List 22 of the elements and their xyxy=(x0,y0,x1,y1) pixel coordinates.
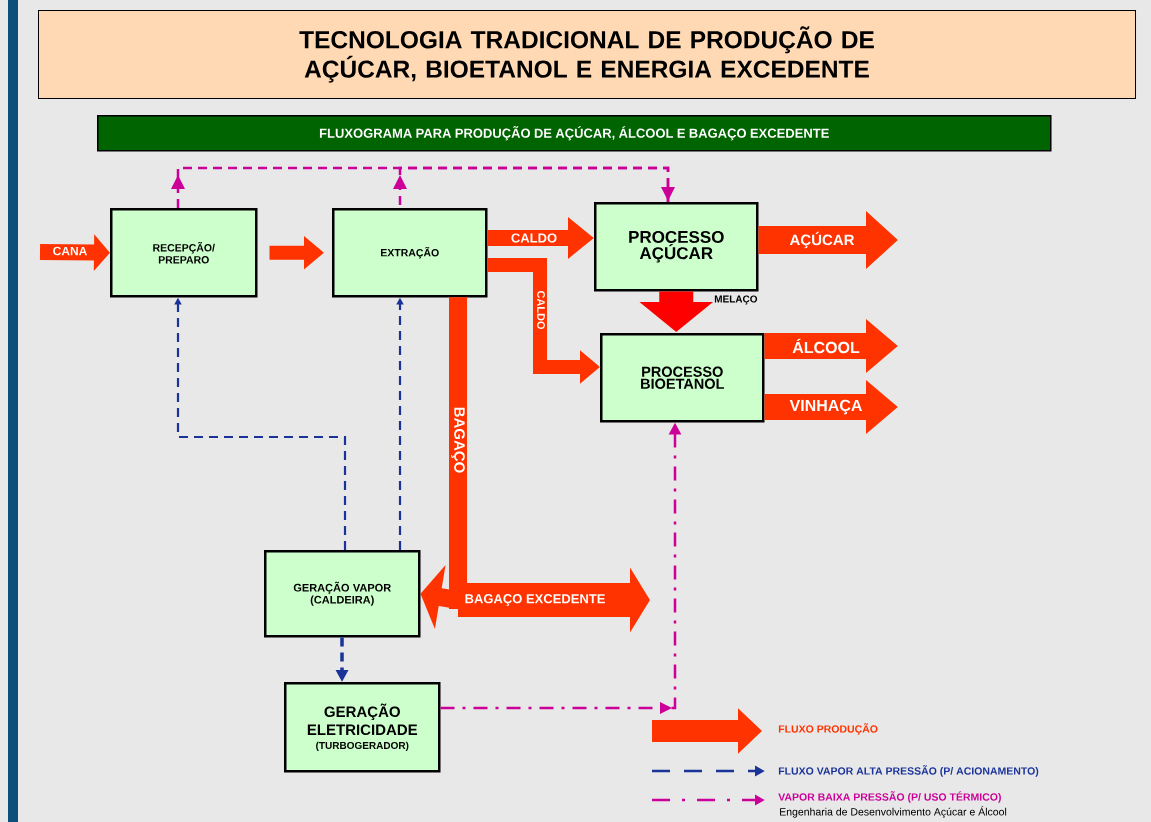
legend-label: VAPOR BAIXA PRESSÃO (P/ USO TÉRMICO) xyxy=(778,791,1001,803)
edge-label: AÇÚCAR xyxy=(789,231,855,249)
heading-band: FLUXOGRAMA PARA PRODUÇÃO DE AÇÚCAR, ÁLCOOL E BAGAÇO EXCEDENTE xyxy=(97,115,1052,152)
legend-label: FLUXO VAPOR ALTA PRESSÃO (P/ ACIONAMENTO) xyxy=(778,765,1039,777)
process-box: RECEPÇÃO/ PREPARO xyxy=(110,208,258,298)
edge-label: BAGAÇO EXCEDENTE xyxy=(465,594,605,606)
edge-label: MELAÇO xyxy=(713,294,759,306)
edge-label: CALDO xyxy=(537,290,545,330)
edge-label: ÁLCOOL xyxy=(792,338,860,354)
edge-label: VINHAÇA xyxy=(789,399,863,415)
process-box: PROCESSO BIOETANOL xyxy=(600,333,765,423)
edge-label: BAGAÇO xyxy=(451,407,465,473)
title-box: TECNOLOGIA TRADICIONAL DE PRODUÇÃO DE AÇÚCAR, BIOETANOL E ENERGIA EXCEDENTE xyxy=(38,10,1136,99)
edge-label: CALDO xyxy=(511,233,557,243)
edge-label: CANA xyxy=(53,246,87,256)
footnote: Engenharia de Desenvolvimento Açúcar e Álcool xyxy=(780,806,1007,818)
arrow xyxy=(171,166,675,208)
process-box: PROCESSO AÇÚCAR xyxy=(594,202,759,292)
process-box: EXTRAÇÃO xyxy=(332,208,488,298)
process-box: GERAÇÃO ELETRICIDADE (TURBOGERADOR) xyxy=(284,682,441,773)
process-box: GERAÇÃO VAPOR (CALDEIRA) xyxy=(264,550,421,638)
legend-label: FLUXO PRODUÇÃO xyxy=(778,723,878,735)
